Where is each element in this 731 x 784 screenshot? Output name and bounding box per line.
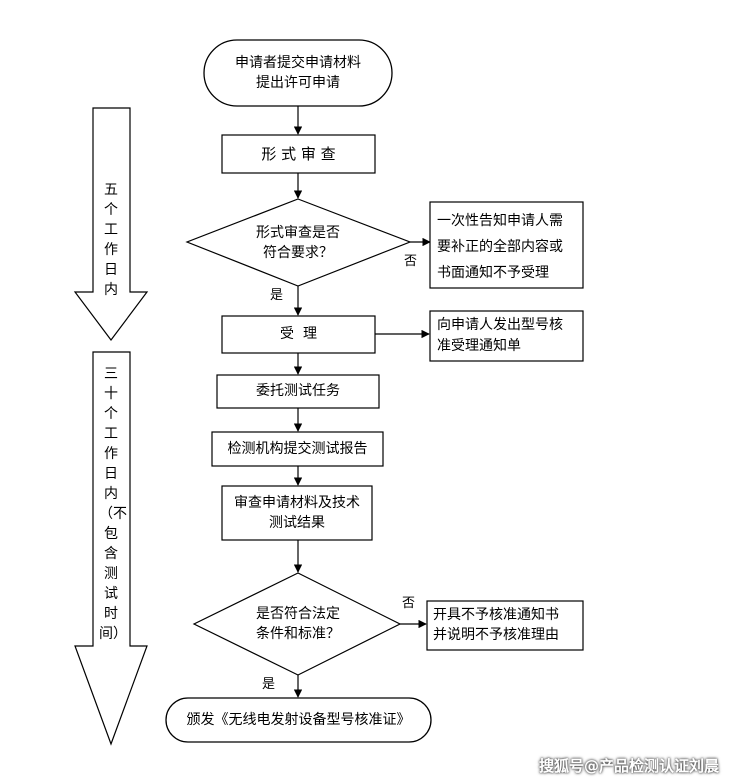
timeline-arrow-phase2 [74,351,148,746]
test-report-text: 检测机构提交测试报告 [227,441,368,457]
accept-box [221,315,376,354]
test-report-box [211,431,384,467]
label-no-2: 否 [402,596,416,611]
notify-reject-text: 开具不予核准通知书 并说明不予核准理由 [433,607,559,643]
label-yes-2: 是 [262,677,276,692]
timeline-phase2-text: 三十个工作日内（不包含测试时间） [99,366,127,642]
issue-text: 颁发《无线电发射设备型号核准证》 [186,712,411,728]
review-results-box [221,485,373,541]
start-node-text: 申请者提交申请材料 提出许可申请 [235,55,361,91]
decision-formal-text: 形式审查是否 符合要求？ [256,225,340,261]
decision-legal-text: 是否符合法定 条件和标准？ [256,606,340,642]
notify-accept-text: 向申请人发出型号核 准受理通知单 [437,317,563,354]
notify-reject-box [426,600,584,651]
notify-correction-text: 一次性告知申请人需 要补正的全部内容或 书面通知不予受理 [437,213,563,281]
watermark: 搜狐号@产品检测认证刘晨 [538,757,719,775]
notify-accept-box [429,310,584,362]
review-results-text: 审查申请材料及技术 测试结果 [234,495,360,531]
timeline-phase1-text: 五个工作日内 [104,182,118,298]
notify-correction-box [429,201,584,289]
test-task-text: 委托测试任务 [256,383,340,399]
formal-review-text: 形 式 审 查 [261,145,336,163]
timeline-arrow-phase1 [73,107,149,341]
issue-node [165,697,432,743]
accept-text: 受 理 [280,326,317,342]
label-no-1: 否 [404,254,418,269]
label-yes-1: 是 [270,288,284,303]
